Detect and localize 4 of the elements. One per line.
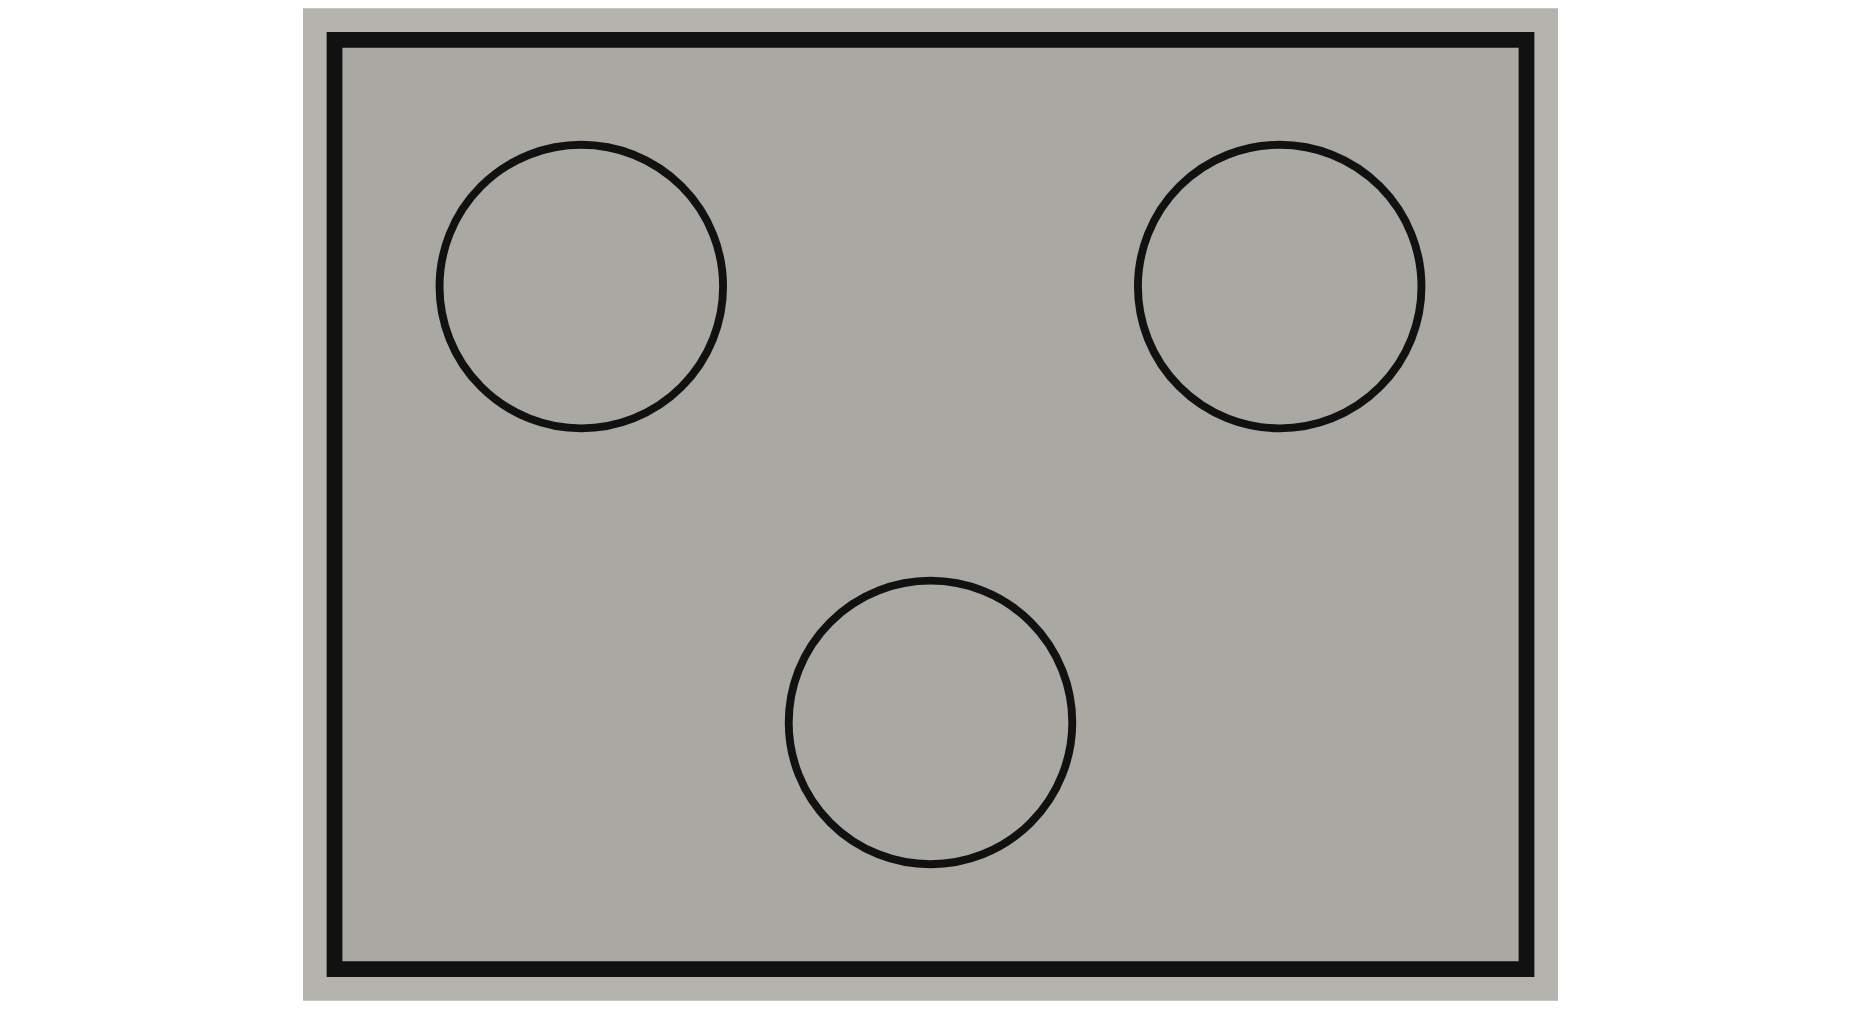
cluster [326,31,1534,978]
node-circle [435,140,727,433]
node-circle [784,576,1076,869]
node-circle [1133,140,1425,433]
